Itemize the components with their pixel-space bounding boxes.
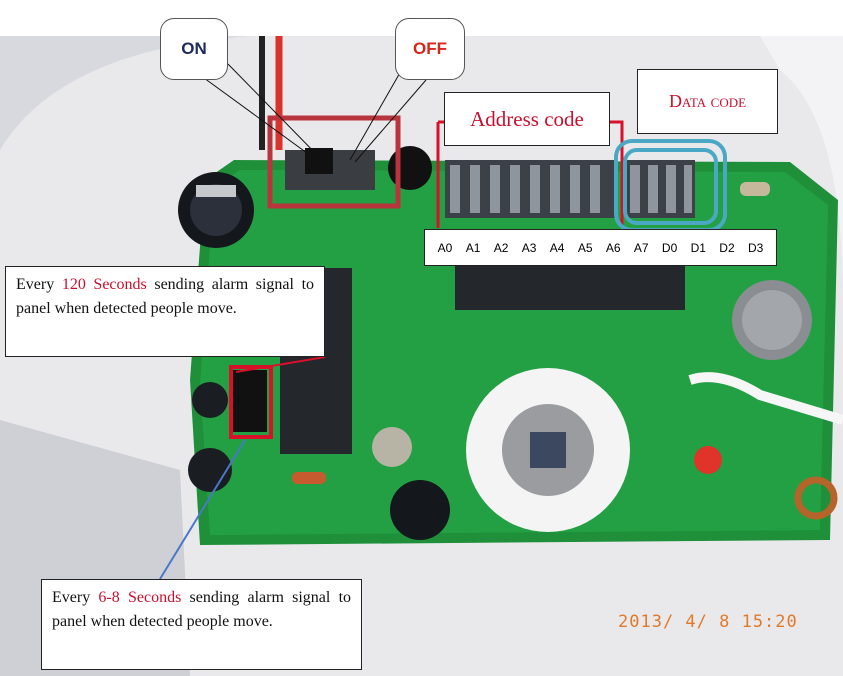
pin-label-strip: A0 A1 A2 A3 A4 A5 A6 A7 D0 D1 D2 D3: [424, 229, 777, 266]
switch-highlight-box: [267, 115, 401, 209]
address-code-label: Address code: [470, 106, 584, 131]
pin-label: D3: [747, 240, 764, 255]
data-code-label: Data code: [668, 91, 747, 111]
pin-label: A1: [465, 240, 481, 255]
on-pointer: [203, 77, 323, 165]
jumper: [233, 370, 267, 432]
diode: [292, 472, 326, 484]
note-68-pointer: [159, 439, 246, 580]
capacitor-small-1: [192, 382, 228, 418]
coil: [794, 476, 838, 520]
photo-timestamp: 2013/ 4/ 8 15:20: [618, 612, 798, 632]
pin-label: A3: [521, 240, 537, 255]
note-120-interval: 120 Seconds: [61, 276, 147, 293]
on-callout: ON: [160, 18, 228, 80]
address-code-callout: Address code: [444, 92, 610, 146]
pin-label: D2: [719, 240, 735, 255]
off-pointer: [354, 79, 427, 163]
transistor: [388, 146, 432, 190]
pin-label: A6: [605, 240, 621, 255]
pin-label: D1: [690, 240, 706, 255]
data-code-callout: Data code: [637, 69, 778, 134]
pin-label: A4: [549, 240, 565, 255]
note-120-seconds: Every 120 Seconds sending alarm signal t…: [5, 266, 325, 357]
pin-label: A7: [633, 240, 649, 255]
jumper-highlight-box: [229, 365, 273, 439]
capacitor-bottom: [390, 480, 450, 540]
antenna-wire: [688, 372, 843, 425]
pin-label: D0: [661, 240, 678, 255]
on-label: ON: [181, 39, 207, 58]
note-120-pointer: [235, 356, 326, 373]
off-label: OFF: [413, 39, 447, 58]
encoder-chip: [455, 265, 685, 310]
address-header-pins: [445, 160, 615, 218]
pin-label: A2: [493, 240, 509, 255]
off-callout: OFF: [395, 18, 465, 80]
note-6-8-interval: 6-8 Seconds: [98, 589, 182, 606]
pin-label: A5: [577, 240, 593, 255]
data-code-ring-inner: [623, 148, 718, 225]
housing-highlight-right: [760, 36, 843, 300]
pin-label: A0: [437, 240, 453, 255]
screw: [372, 427, 412, 467]
housing-shadow-top: [0, 36, 250, 150]
address-bracket: [436, 120, 624, 228]
slide-switch-knob: [305, 148, 333, 174]
resistor: [740, 182, 770, 196]
data-header-pins: [625, 160, 695, 218]
note-6-8-seconds: Every 6-8 Seconds sending alarm signal t…: [41, 579, 362, 670]
capacitor-small-2: [188, 448, 232, 492]
led: [694, 446, 722, 474]
